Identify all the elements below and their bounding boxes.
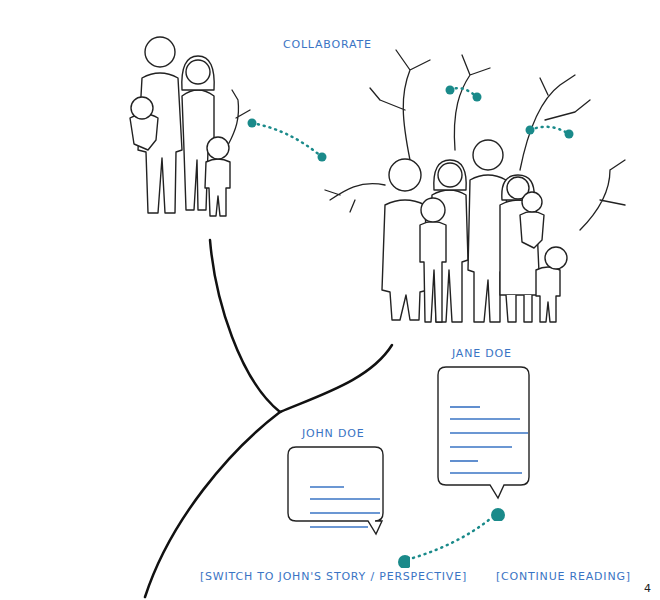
dotted-connector	[413, 519, 490, 558]
navigation-link: [CONTINUE READING]	[496, 570, 631, 583]
speech-bubble: JOHN DOE	[286, 425, 410, 568]
tree-trunk	[145, 240, 280, 597]
speech-bubble: JANE DOE	[437, 345, 537, 521]
tree-branch	[280, 345, 392, 412]
person-figure	[205, 159, 230, 216]
person-figure	[420, 222, 446, 323]
person-figure	[536, 267, 560, 322]
section-heading: COLLABORATE	[283, 38, 372, 51]
speaker-name: JANE DOE	[452, 347, 512, 360]
person-figure	[520, 212, 544, 249]
page-number: 4	[644, 582, 652, 595]
navigation-link: [SWITCH TO JOHN'S STORY / PERSPECTIVE]	[200, 570, 467, 583]
bubble-outline	[286, 425, 410, 568]
bubble-outline	[437, 345, 537, 521]
speaker-name: JOHN DOE	[302, 427, 364, 440]
